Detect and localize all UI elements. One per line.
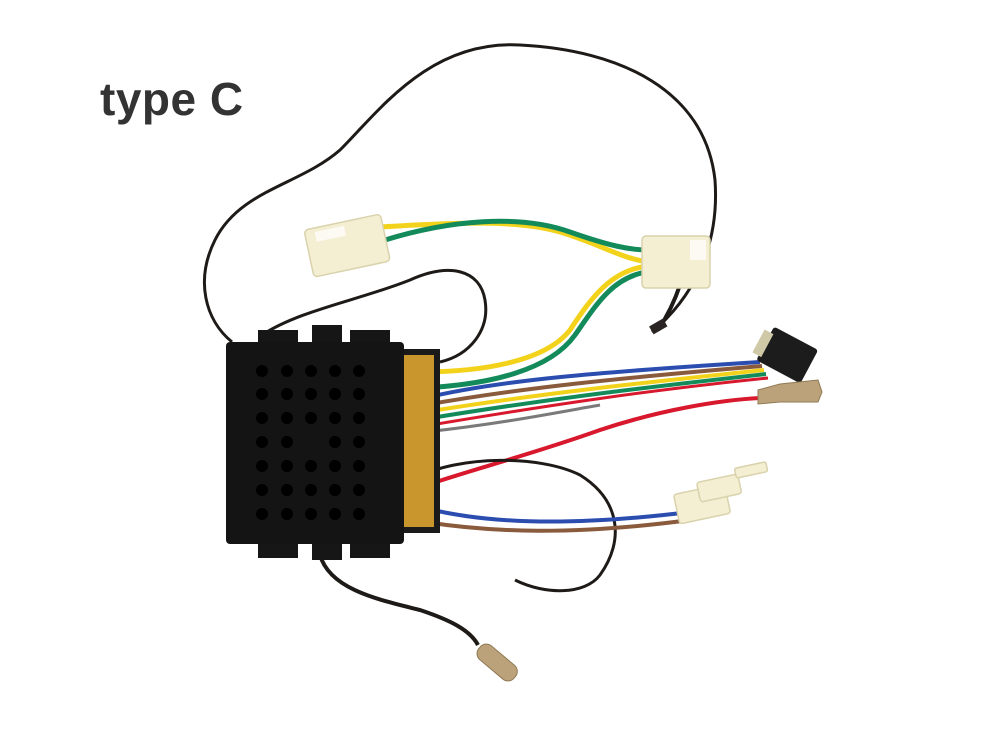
vent-holes bbox=[256, 365, 365, 520]
black-wire-inner bbox=[261, 268, 488, 364]
connector-2pin-right bbox=[641, 235, 711, 289]
connector-2pin-left bbox=[304, 213, 391, 278]
type-label: type C bbox=[100, 73, 244, 125]
control-box bbox=[226, 325, 404, 560]
spade-terminal-red bbox=[757, 379, 823, 405]
connector-2pin-bottom bbox=[673, 461, 769, 525]
multi-pin-plug bbox=[752, 327, 818, 383]
black-wire-loop bbox=[202, 43, 718, 344]
bullet-terminal-black bbox=[476, 643, 518, 682]
